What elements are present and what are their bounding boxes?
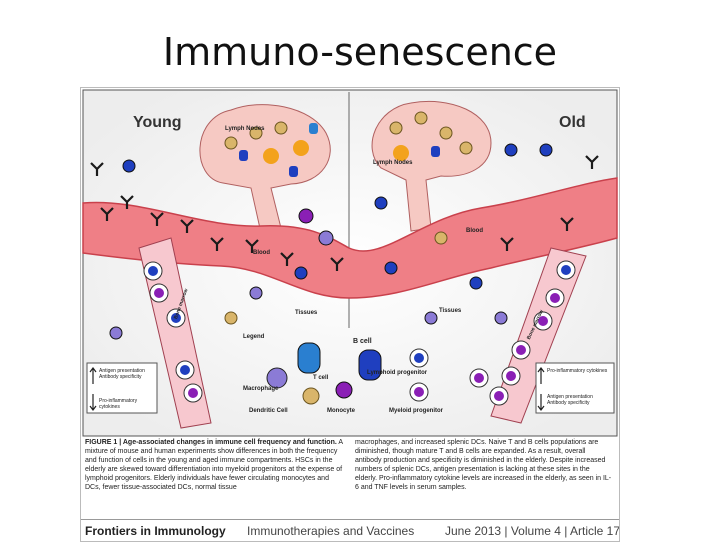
legend-lymphoid-progenitor: Lymphoid progenitor [367, 370, 428, 376]
young-lymph-nodes-label: Lymph Nodes [225, 126, 265, 132]
old-blood-label: Blood [466, 228, 483, 234]
right-arrow-down-label: Antigen presentation Antibody specificit… [547, 394, 593, 406]
figure-illustration [82, 89, 618, 437]
caption-left-text: A mixture of mouse and human experiments… [85, 439, 343, 491]
panel-old-label: Old [559, 114, 586, 131]
blood-vessel [82, 177, 618, 299]
footer-issue: June 2013 | Volume 4 | Article 171 [445, 524, 620, 538]
footer-journal: Frontiers in Immunology [85, 524, 226, 538]
left-arrow-down-label: Pro-inflammatory cytokines [99, 398, 138, 410]
young-tissues-label: Tissues [295, 310, 318, 316]
old-lymph-node [371, 100, 492, 232]
legend-dendritic-cell: Dendritic Cell [249, 408, 288, 414]
right-arrow-up-label: Pro-inflammatory cytokines [547, 368, 608, 374]
left-arrow-up-label: Antigen presentation Antibody specificit… [99, 368, 145, 380]
legend-title: Legend [243, 334, 265, 340]
old-lymph-nodes-label: Lymph Nodes [373, 160, 413, 166]
figure: Young Old Lymph Nodes Lymph Nodes Blood … [80, 87, 620, 542]
old-tissues-label: Tissues [439, 308, 462, 314]
footer-section: Immunotherapies and Vaccines [247, 524, 415, 538]
figure-caption: FIGURE 1 | Age-associated changes in imm… [85, 438, 615, 518]
caption-right-text: macrophages, and increased splenic DCs. … [355, 439, 612, 491]
legend-b-cell: B cell [353, 338, 372, 345]
caption-left-column: FIGURE 1 | Age-associated changes in imm… [85, 438, 343, 492]
legend-t-cell: T cell [313, 375, 329, 381]
young-blood-label: Blood [253, 250, 270, 256]
legend-monocyte: Monocyte [327, 408, 356, 414]
legend-macrophage: Macrophage [243, 386, 279, 392]
caption-right-column: macrophages, and increased splenic DCs. … [355, 438, 613, 492]
panel-young-label: Young [133, 114, 182, 131]
slide-title: Immuno-senescence [162, 30, 558, 74]
caption-heading: FIGURE 1 | Age-associated changes in imm… [85, 439, 337, 446]
legend-myeloid-progenitor: Myeloid progenitor [389, 408, 443, 414]
journal-footer: Frontiers in Immunology Immunotherapies … [81, 519, 620, 541]
